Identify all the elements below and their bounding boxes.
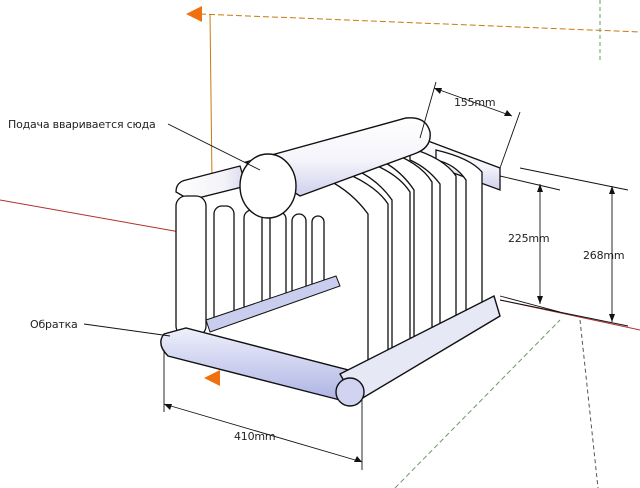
left-post-1 (213, 205, 235, 325)
dim-268-ext-top (519, 167, 629, 191)
leader-feed (167, 123, 261, 171)
axis-arrow-icon (186, 6, 202, 22)
dim-268-ext-bottom (499, 299, 629, 327)
axis-red-left (0, 199, 181, 233)
left-post-2 (243, 209, 263, 315)
axis-arrow-icon (204, 370, 220, 386)
feed-pipe-end (239, 153, 297, 219)
section-front (327, 165, 389, 383)
axis-dark-right (579, 319, 599, 488)
dim-225-ext-top (499, 175, 561, 191)
left-top-pipe (175, 165, 247, 201)
dim-155-ext-a (419, 81, 437, 139)
return-label: Обратка (30, 318, 78, 331)
axis-orange-vertical (209, 13, 213, 181)
dimension-lines (83, 81, 629, 470)
dim-inner-height-label: 225mm (508, 232, 550, 245)
dim-155-ext-b (499, 111, 521, 169)
feed-label: Подача вваривается сюда (8, 118, 156, 131)
dim-410-line (163, 403, 363, 463)
dim-pitch-label: 155mm (454, 96, 496, 109)
left-post-outer (175, 195, 207, 337)
left-post-4 (291, 213, 307, 299)
dim-width-label: 410mm (234, 430, 276, 443)
feed-pipe (239, 117, 431, 219)
axis-green (394, 319, 561, 488)
return-pipe (160, 294, 501, 407)
return-pipe-end (335, 377, 365, 407)
left-post-3 (269, 211, 287, 307)
axis-orange-top (199, 13, 640, 33)
dim-225-ext-bottom (499, 295, 561, 313)
dimension-arrows (164, 88, 615, 462)
leader-return (83, 323, 171, 337)
dim-155-line (433, 87, 513, 117)
left-frame (175, 165, 325, 337)
inner-bottom-pipe (205, 275, 341, 333)
dim-total-height-label: 268mm (583, 249, 625, 262)
